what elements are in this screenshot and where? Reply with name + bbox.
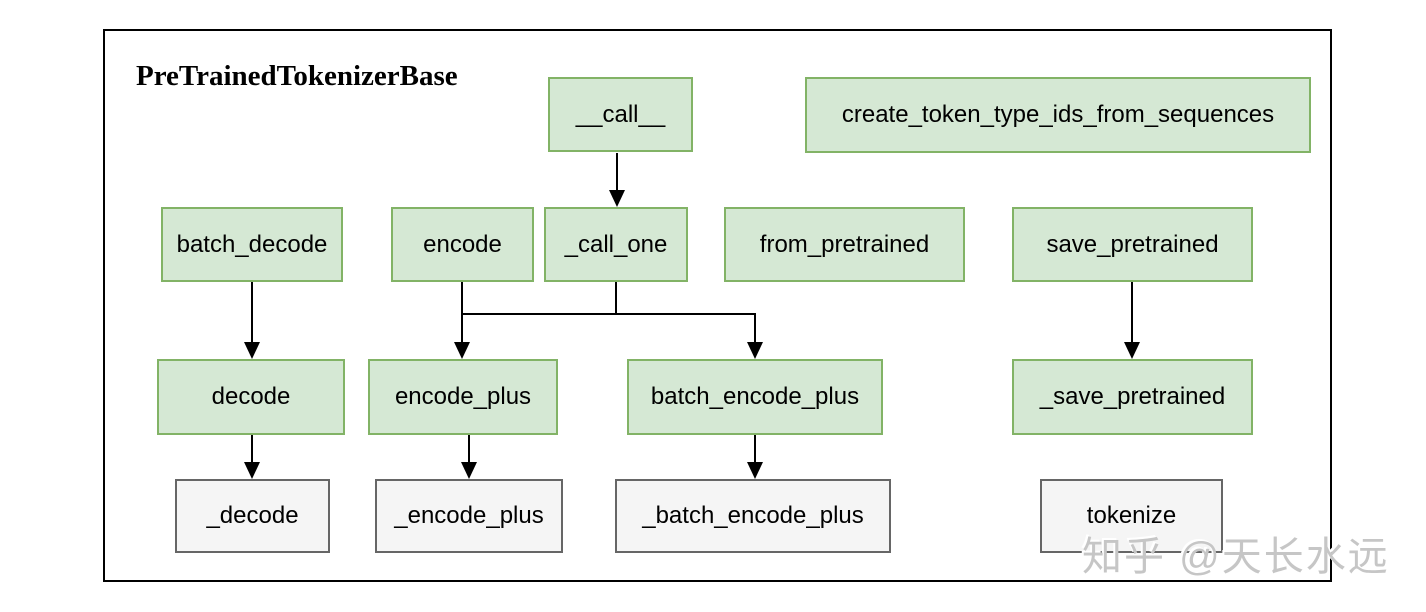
edge-callone-to-batchencodeplus-line: [754, 314, 756, 344]
edge-encodeplus-to-privencodeplus-line: [468, 435, 470, 464]
node-private-save-pretrained: _save_pretrained: [1012, 359, 1253, 435]
edge-batchdecode-to-decode-arrowhead-icon: [244, 342, 260, 359]
edge-encodeplus-to-privencodeplus-arrowhead-icon: [461, 462, 477, 479]
edge-batchencodeplus-to-privbatchencodeplus-line: [754, 435, 756, 464]
diagram-title: PreTrainedTokenizerBase: [136, 60, 458, 92]
edge-callone-branch-stem-line: [615, 282, 617, 315]
node-batch-decode: batch_decode: [161, 207, 343, 282]
node-encode-plus: encode_plus: [368, 359, 558, 435]
edge-decode-to-privdecode-line: [251, 435, 253, 464]
node-tokenize: tokenize: [1040, 479, 1223, 553]
edge-batchencodeplus-to-privbatchencodeplus-arrowhead-icon: [747, 462, 763, 479]
node-private-encode-plus: _encode_plus: [375, 479, 563, 553]
node-private-decode: _decode: [175, 479, 330, 553]
node-from-pretrained: from_pretrained: [724, 207, 965, 282]
edge-encode-to-encodeplus-arrowhead-icon: [454, 342, 470, 359]
node-call: __call__: [548, 77, 693, 152]
node-decode: decode: [157, 359, 345, 435]
edge-batchdecode-to-decode-line: [251, 282, 253, 344]
edge-decode-to-privdecode-arrowhead-icon: [244, 462, 260, 479]
edge-savepretrained-to-privsavepretrained-line: [1131, 282, 1133, 344]
node-private-batch-encode-plus: _batch_encode_plus: [615, 479, 891, 553]
node-batch-encode-plus: batch_encode_plus: [627, 359, 883, 435]
edge-savepretrained-to-privsavepretrained-arrowhead-icon: [1124, 342, 1140, 359]
edge-callone-branch-horizontal-line: [461, 313, 756, 315]
node-save-pretrained: save_pretrained: [1012, 207, 1253, 282]
node-call-one: _call_one: [544, 207, 688, 282]
edge-call-to-callone-line: [616, 153, 618, 192]
edge-call-to-callone-arrowhead-icon: [609, 190, 625, 207]
node-create-token-type-ids-from-sequences: create_token_type_ids_from_sequences: [805, 77, 1311, 153]
edge-callone-to-batchencodeplus-arrowhead-icon: [747, 342, 763, 359]
node-encode: encode: [391, 207, 534, 282]
